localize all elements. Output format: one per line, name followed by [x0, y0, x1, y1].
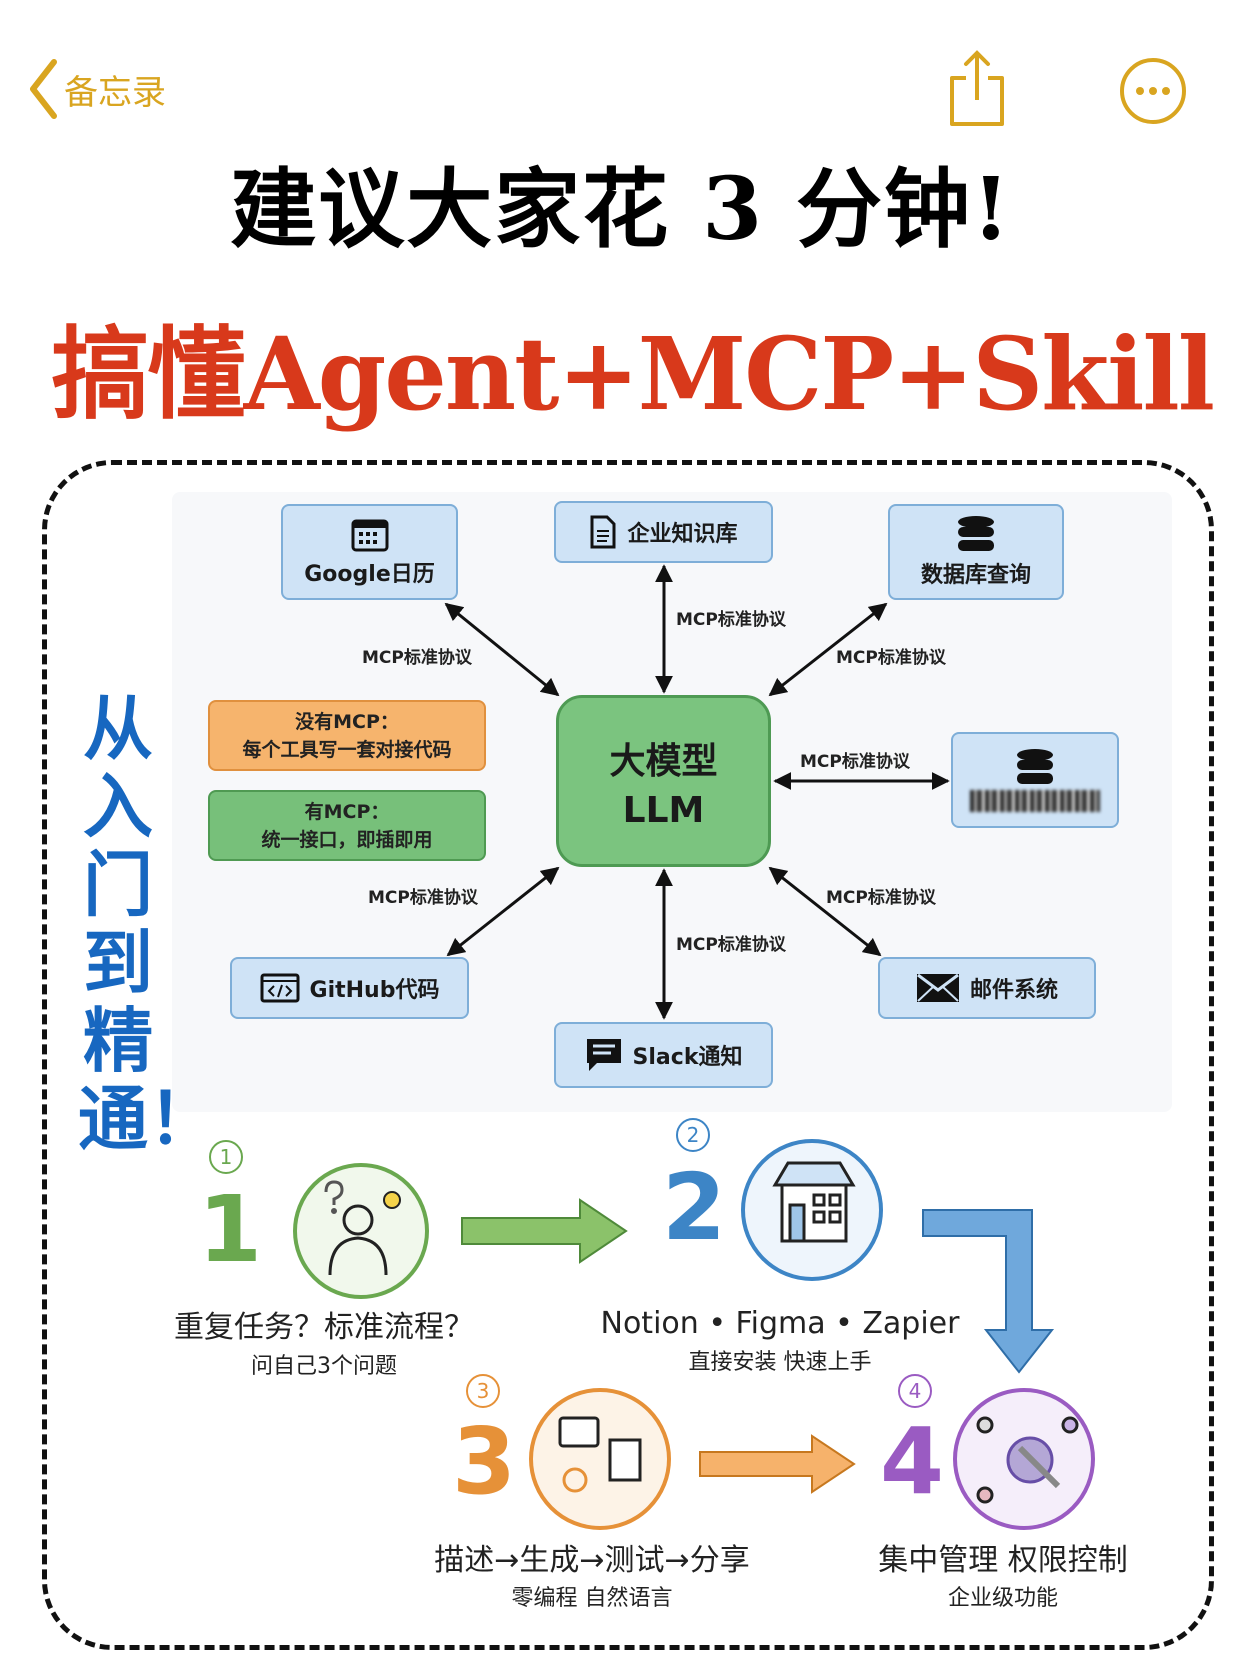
protocol-label: MCP标准协议: [676, 610, 786, 630]
arrow-database: [768, 602, 888, 697]
thinking-person-icon: [324, 1180, 401, 1276]
document-icon: [590, 515, 616, 549]
tool-label: GitHub代码: [309, 978, 440, 1003]
step2-badge: 2: [676, 1118, 710, 1152]
arrow-google: [444, 602, 560, 697]
store-icon: [772, 1161, 856, 1243]
step1-subcaption: 问自己3个问题: [251, 1354, 397, 1379]
tool-label: Slack通知: [632, 1045, 743, 1070]
subheadline: 搞懂Agent+MCP+Skill: [40, 318, 1215, 430]
envelope-icon: [916, 973, 959, 1002]
step3-circle: [529, 1388, 671, 1530]
step-arrow-1-2: [461, 1198, 628, 1264]
step4-number: 4: [880, 1408, 945, 1515]
back-button[interactable]: 备忘录: [28, 58, 166, 120]
protocol-label: MCP标准协议: [826, 888, 936, 908]
step2-subcaption: 直接安装 快速上手: [688, 1350, 872, 1375]
headline-text: 建议大家花 3 分钟!: [230, 159, 1012, 260]
step2-caption: Notion • Figma • Zapier: [600, 1306, 960, 1341]
arrow-github: [446, 866, 560, 957]
step1-circle: [293, 1163, 429, 1299]
llm-label-en: LLM: [622, 789, 705, 831]
step3-number: 3: [452, 1408, 517, 1515]
note-without-mcp: 没有MCP： 每个工具写一套对接代码: [208, 700, 486, 771]
step3-badge: 3: [466, 1374, 500, 1408]
database-icon: [958, 516, 994, 551]
step4-badge: 4: [898, 1374, 932, 1408]
tool-slack: Slack通知: [554, 1022, 773, 1088]
subheadline-text: 搞懂Agent+MCP+Skill: [51, 315, 1215, 433]
tool-redacted: [951, 732, 1119, 828]
step-arrow-2-4: [922, 1209, 1055, 1374]
dashed-frame: [42, 460, 1214, 1650]
chat-doc-gear-icon: [558, 1416, 642, 1493]
step3-subcaption: 零编程 自然语言: [511, 1586, 673, 1611]
step3-caption: 描述→生成→测试→分享: [434, 1543, 750, 1578]
tool-database-query: 数据库查询: [888, 504, 1064, 600]
step4-subcaption: 企业级功能: [947, 1586, 1059, 1611]
tool-label: 数据库查询: [920, 563, 1031, 588]
step1-number: 1: [198, 1176, 263, 1283]
llm-center-node: 大模型 LLM: [556, 695, 771, 867]
note-text: 每个工具写一套对接代码: [242, 738, 452, 761]
step-arrow-3-4: [699, 1434, 856, 1494]
question-mark-icon: [324, 1180, 344, 1205]
tool-label: 企业知识库: [627, 522, 738, 547]
chevron-left-icon: [30, 59, 57, 119]
step2-number: 2: [662, 1154, 727, 1261]
back-label: 备忘录: [64, 72, 166, 113]
gear-wrench-team-icon: [976, 1416, 1079, 1504]
tool-google-calendar: Google日历: [281, 504, 458, 600]
ellipsis-circle-icon[interactable]: [1118, 56, 1188, 126]
tool-github: GitHub代码: [230, 957, 469, 1019]
note-with-mcp: 有MCP： 统一接口，即插即用: [208, 790, 486, 861]
tool-mail: 邮件系统: [878, 957, 1096, 1019]
headline: 建议大家花 3 分钟!: [0, 160, 1242, 260]
note-title: 有MCP：: [304, 800, 390, 823]
calendar-icon: [351, 519, 388, 552]
protocol-label: MCP标准协议: [676, 935, 786, 955]
note-title: 没有MCP：: [295, 710, 399, 733]
step1-caption: 重复任务？标准流程？: [174, 1310, 474, 1345]
database-icon: [1017, 749, 1053, 784]
protocol-label: MCP标准协议: [368, 888, 478, 908]
step1-badge: 1: [209, 1140, 243, 1174]
tool-label: Google日历: [304, 562, 435, 587]
step4-caption: 集中管理 权限控制: [878, 1543, 1128, 1578]
share-icon[interactable]: [946, 48, 1008, 128]
arrow-mail: [768, 866, 882, 957]
protocol-label: MCP标准协议: [800, 752, 910, 772]
protocol-label: MCP标准协议: [362, 648, 472, 668]
code-window-icon: [260, 973, 300, 1003]
note-text: 统一接口，即插即用: [261, 828, 433, 851]
protocol-label: MCP标准协议: [836, 648, 946, 668]
tool-knowledge-base: 企业知识库: [554, 501, 773, 563]
chat-bubble-icon: [586, 1039, 621, 1071]
redacted-label: [970, 790, 1100, 812]
tool-label: 邮件系统: [969, 978, 1058, 1003]
llm-label-cn: 大模型: [609, 740, 718, 782]
